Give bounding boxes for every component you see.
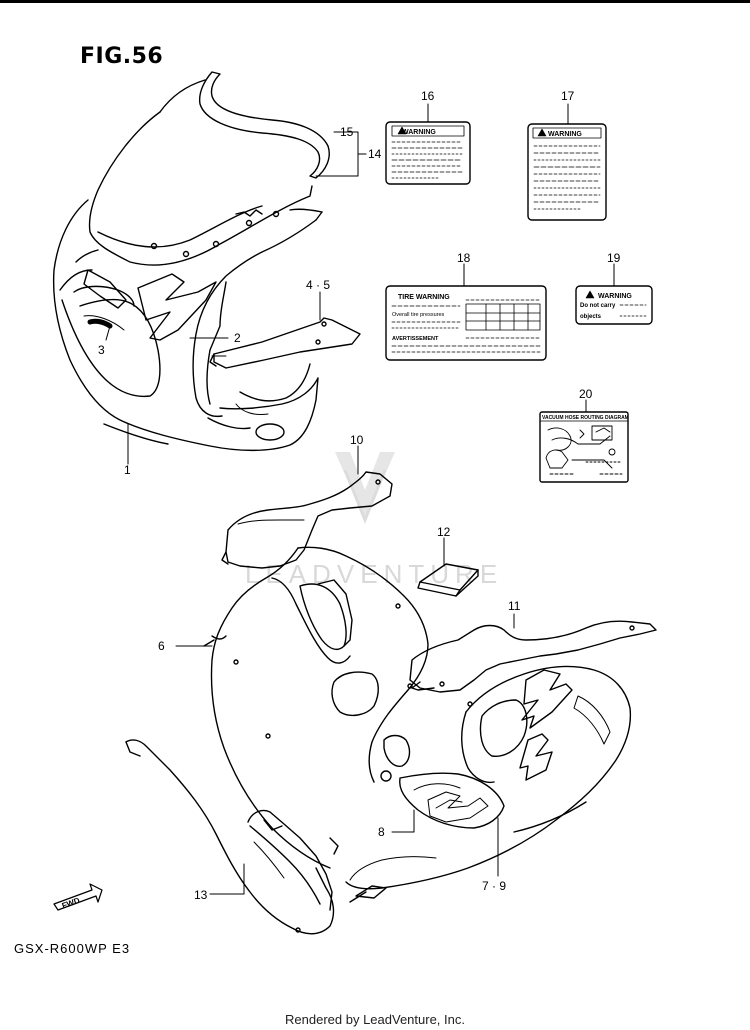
fwd-text: FWD [61,896,81,911]
callout-1: 1 [124,463,131,477]
figure-title: FIG.56 [80,44,164,69]
callout-11: 11 [508,599,521,613]
callout-7-9: 7 · 9 [482,879,506,893]
callout-16: 16 [421,89,435,103]
callout-18: 18 [457,251,471,265]
inner-panel-10 [221,471,393,569]
lower-panel-13 [125,739,339,935]
warning-text-16: WARNING [402,129,436,136]
callout-13: 13 [194,888,208,902]
callout-20: 20 [579,387,593,401]
tire-row-b-text: AVERTISSEMENT [392,336,439,342]
windscreen [88,71,330,266]
callout-14: 14 [368,147,382,161]
callout-10: 10 [350,433,364,447]
foam-pad-12 [417,563,479,597]
tire-row-a-text: Overall tire pressures [392,312,445,318]
footer-credit: Rendered by LeadVenture, Inc. [285,1012,465,1027]
tire-warning-text: TIRE WARNING [398,294,450,301]
warning-label-17 [527,123,607,221]
callout-4-5: 4 · 5 [306,278,330,292]
side-fairing-6 [203,546,429,869]
callout-2: 2 [234,331,241,345]
top-border [0,0,750,3]
leader-lines [105,103,615,895]
vacuum-diagram-title: VACUUM HOSE ROUTING DIAGRAM [542,415,629,421]
cowling-brace [209,317,361,369]
model-code: GSX-R600WP E3 [14,941,131,956]
vacuum-hose-label-20 [539,411,629,483]
label19-line2: objects [580,314,602,320]
callout-6: 6 [158,639,165,653]
callout-15: 15 [340,125,354,139]
callout-17: 17 [561,89,575,103]
callout-8: 8 [378,825,385,839]
label19-line1: Do not carry [580,303,616,309]
callout-3: 3 [98,343,105,357]
tire-warning-label-18 [385,285,547,361]
warning-text-19: WARNING [598,293,632,300]
callout-19: 19 [607,251,621,265]
fwd-arrow-icon [53,883,103,911]
warning-text-17: WARNING [548,131,582,138]
inner-panel-11 [409,620,657,693]
callout-12: 12 [437,525,451,539]
lower-cowl-8 [345,665,632,903]
warning-label-16 [385,121,471,185]
